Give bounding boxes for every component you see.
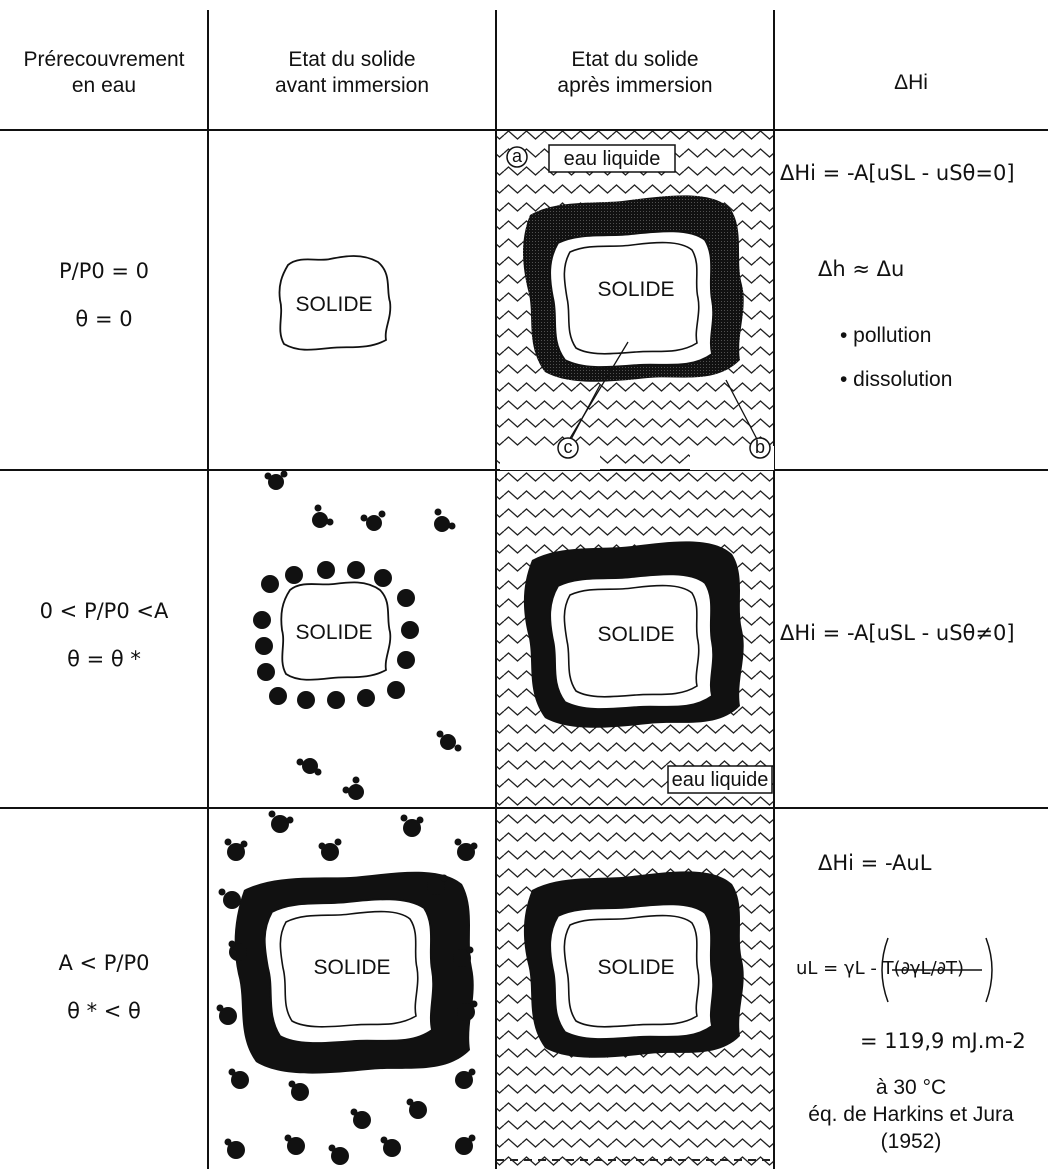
immersed-solid-row3 [523, 871, 744, 1058]
row1-note-pollution: • pollution [840, 324, 932, 347]
solide-label: SOLIDE [597, 956, 675, 979]
row3-year: (1952) [880, 1130, 942, 1153]
solide-label: SOLIDE [597, 278, 675, 301]
marker-b: b [754, 437, 765, 457]
row3-temperature: à 30 °C [875, 1076, 947, 1099]
row2-equation: ΔHi = -A[uSL - uSθ≠0] [780, 621, 1015, 645]
immersed-solid-row1 [500, 144, 774, 470]
row3-formula-uL: uL = γL - T(∂γL/∂T) [796, 958, 964, 979]
water-label: eau liquide [563, 148, 661, 170]
row1-equation: ΔHi = -A[uSL - uSθ=0] [780, 161, 1015, 185]
immersed-solid-row2 [523, 541, 773, 794]
solide-label: SOLIDE [295, 293, 373, 316]
marker-c: c [563, 437, 573, 457]
header-enthalpy: ΔHi [894, 71, 928, 94]
solid-adsorbed-row2 [253, 470, 462, 800]
row3-reference: éq. de Harkins et Jura [808, 1103, 1014, 1126]
row1-note-delta: Δh ≈ Δu [818, 257, 905, 281]
table-grid [0, 10, 1048, 1169]
water-label: eau liquide [671, 769, 769, 791]
row1-note-dissolution: • dissolution [840, 368, 953, 391]
row3-equation: ΔHi = -AuL [818, 851, 932, 875]
solide-label: SOLIDE [295, 621, 373, 644]
solide-label: SOLIDE [313, 956, 391, 979]
solid-bare-row1 [278, 255, 392, 351]
row3-value: = 119,9 mJ.m-2 [860, 1029, 1026, 1053]
marker-a: a [511, 146, 522, 166]
solid-multilayer-row3 [216, 810, 478, 1165]
solide-label: SOLIDE [597, 623, 675, 646]
